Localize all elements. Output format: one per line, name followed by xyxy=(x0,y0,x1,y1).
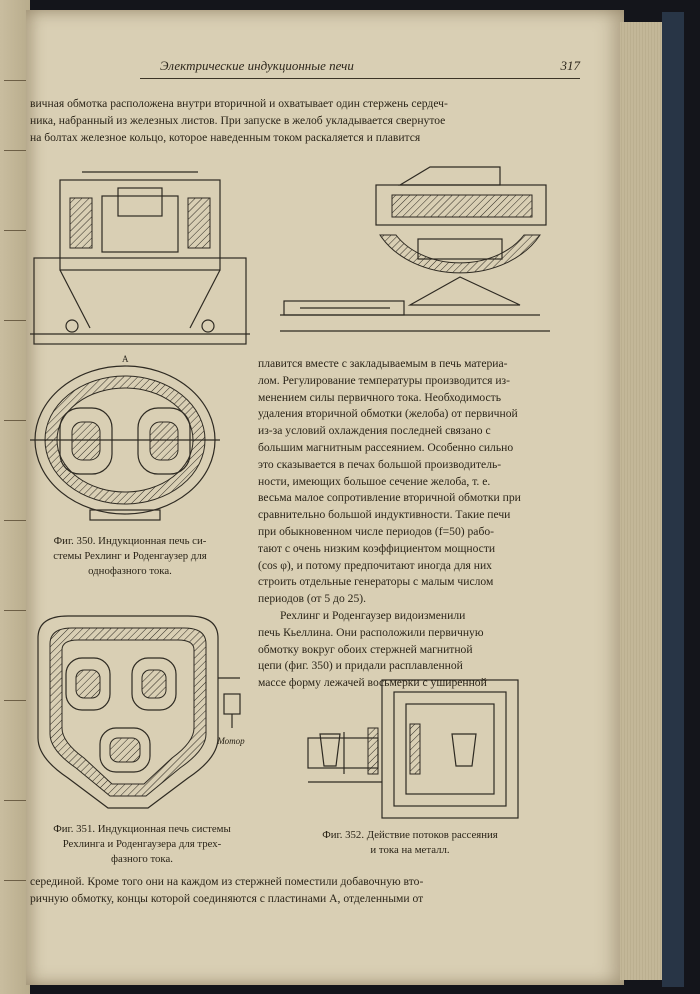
figure-furnace-front-view xyxy=(30,171,250,345)
book-cover xyxy=(662,12,684,987)
page-number: 317 xyxy=(560,58,581,73)
caption-fig-352: Фиг. 352. Действие потоков рассеяния и т… xyxy=(322,829,498,856)
figure-furnace-side-view xyxy=(280,166,550,332)
caption-fig-351: Фиг. 351. Индукционная печь системы Рехл… xyxy=(53,823,231,865)
intro-paragraph: вичная обмотка расположена внутри вторич… xyxy=(30,97,448,144)
figure-352-flux-diagram xyxy=(307,679,519,819)
running-title: Электрические индукционные печи xyxy=(160,58,354,73)
motor-label: Мотор xyxy=(217,736,245,746)
page-edges xyxy=(620,22,664,980)
previous-page-edge xyxy=(0,0,30,994)
caption-fig-350: Фиг. 350. Индукционная печь си- стемы Ре… xyxy=(53,535,207,577)
running-header: Электрические индукционные печи 317 xyxy=(140,58,580,78)
section-label-a: A xyxy=(122,354,129,364)
header-rule xyxy=(140,78,580,79)
right-column-text: плавится вместе с закладываемым в печь м… xyxy=(258,357,521,690)
figure-351-three-phase-furnace xyxy=(37,615,241,809)
figure-350-plan-view: A xyxy=(30,354,220,521)
bottom-paragraph: серединой. Кроме того они на каждом из с… xyxy=(30,875,424,905)
